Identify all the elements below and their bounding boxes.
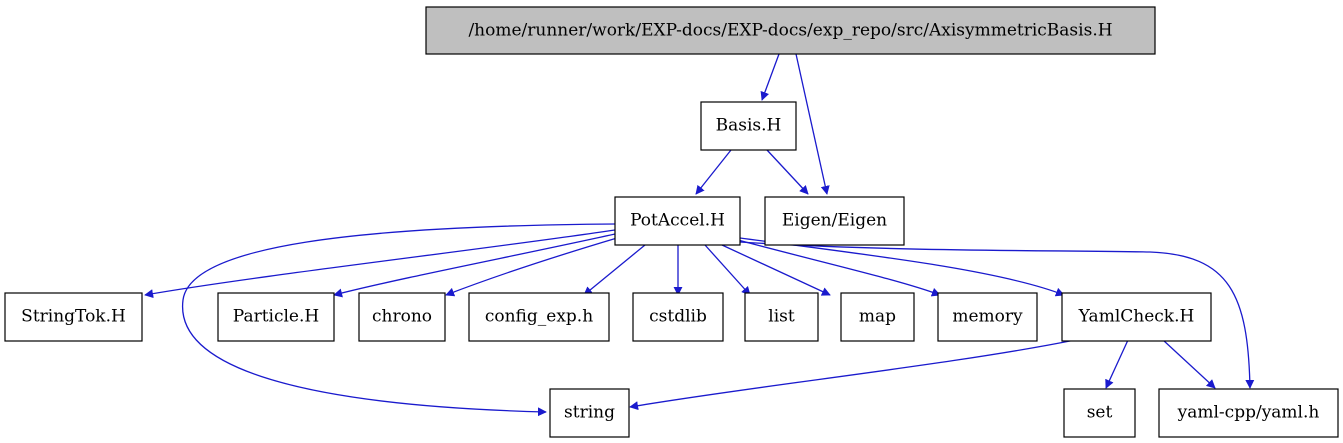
edge-root-eigen [795, 53, 830, 195]
node-chrono[interactable]: chrono [358, 292, 446, 342]
node-basis-label: Basis.H [716, 116, 782, 136]
node-config-exp-box [468, 292, 610, 342]
node-map-box [840, 292, 915, 342]
node-map-label: map [859, 307, 896, 327]
node-eigen-label: Eigen/Eigen [782, 211, 887, 231]
node-set-label: set [1087, 403, 1113, 423]
node-cstdlib-box [632, 292, 724, 342]
node-basis[interactable]: Basis.H [700, 101, 797, 151]
node-string[interactable]: string [549, 388, 630, 438]
node-map[interactable]: map [840, 292, 915, 342]
edge-potaccel-stringtok [144, 229, 616, 299]
node-config-exp-label: config_exp.h [485, 307, 593, 327]
node-particle[interactable]: Particle.H [217, 292, 335, 342]
node-axisymmetricbasis-label: /home/runner/work/EXP-docs/EXP-docs/exp_… [468, 21, 1112, 41]
edge-potaccel-config-exp [583, 244, 646, 296]
node-yaml-cpp-label: yaml-cpp/yaml.h [1177, 403, 1320, 423]
edge-yamlcheck-string [629, 339, 1076, 411]
node-yamlcheck-label: YamlCheck.H [1078, 307, 1195, 327]
node-eigen[interactable]: Eigen/Eigen [764, 196, 905, 246]
edge-potaccel-list [704, 244, 751, 296]
edge-potaccel-map [721, 244, 831, 296]
edge-yamlcheck-set [1105, 339, 1129, 389]
node-chrono-box [358, 292, 446, 342]
nodes-layer: /home/runner/work/EXP-docs/EXP-docs/exp_… [4, 6, 1339, 438]
node-stringtok-box [4, 292, 143, 342]
node-yaml-cpp-box [1158, 388, 1339, 438]
node-potaccel-label: PotAccel.H [630, 211, 725, 231]
node-cstdlib-label: cstdlib [649, 307, 707, 327]
node-set[interactable]: set [1063, 388, 1136, 438]
edges-layer [144, 53, 1255, 417]
node-memory-label: memory [952, 307, 1023, 327]
node-memory-box [937, 292, 1038, 342]
node-potaccel[interactable]: PotAccel.H [614, 196, 741, 246]
node-potaccel-box [614, 196, 741, 246]
edge-potaccel-chrono [445, 237, 618, 297]
edge-potaccel-yamlcheck [739, 237, 1065, 297]
node-chrono-label: chrono [372, 307, 432, 327]
edge-root-basis [760, 53, 780, 101]
node-eigen-box [764, 196, 905, 246]
node-axisymmetricbasis[interactable]: /home/runner/work/EXP-docs/EXP-docs/exp_… [425, 6, 1156, 55]
edge-potaccel-particle [333, 233, 616, 298]
node-yaml-cpp[interactable]: yaml-cpp/yaml.h [1158, 388, 1339, 438]
node-cstdlib[interactable]: cstdlib [632, 292, 724, 342]
node-config-exp[interactable]: config_exp.h [468, 292, 610, 342]
node-list-label: list [768, 307, 795, 327]
node-memory[interactable]: memory [937, 292, 1038, 342]
node-axisymmetricbasis-box [425, 6, 1156, 55]
node-particle-label: Particle.H [233, 307, 319, 327]
edge-basis-eigen [766, 149, 809, 195]
edge-potaccel-memory [737, 239, 941, 297]
edge-potaccel-string [181, 223, 616, 417]
node-yamlcheck[interactable]: YamlCheck.H [1061, 292, 1212, 342]
node-particle-box [217, 292, 335, 342]
node-string-box [549, 388, 630, 438]
node-list-box [744, 292, 819, 342]
edge-yamlcheck-yamlcpp [1162, 339, 1216, 389]
node-stringtok[interactable]: StringTok.H [4, 292, 143, 342]
node-list[interactable]: list [744, 292, 819, 342]
node-set-box [1063, 388, 1136, 438]
node-yamlcheck-box [1061, 292, 1212, 342]
node-stringtok-label: StringTok.H [21, 307, 126, 327]
node-basis-box [700, 101, 797, 151]
edge-basis-potaccel [695, 149, 732, 195]
edge-potaccel-yamlcpp [739, 241, 1255, 389]
node-string-label: string [564, 403, 615, 423]
